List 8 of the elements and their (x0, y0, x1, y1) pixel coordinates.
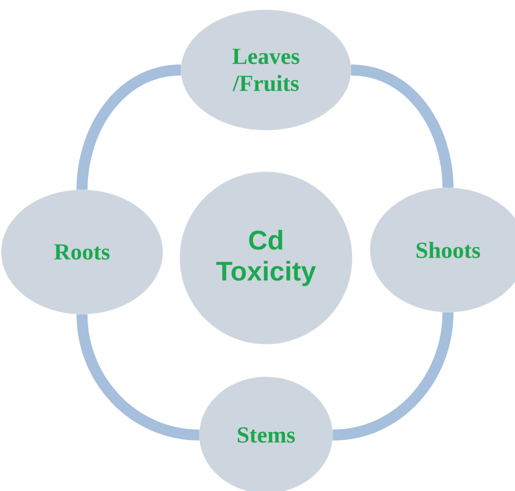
ellipse-node: Shoots (370, 188, 515, 312)
ring-arc (76, 64, 182, 190)
ellipse-node: Stems (199, 376, 333, 491)
ring-arc (76, 314, 200, 440)
ellipse-node: Leaves /Fruits (180, 10, 352, 130)
ellipse-node: Roots (1, 190, 163, 314)
ring-arc (350, 64, 454, 188)
ring-arc (332, 312, 454, 440)
